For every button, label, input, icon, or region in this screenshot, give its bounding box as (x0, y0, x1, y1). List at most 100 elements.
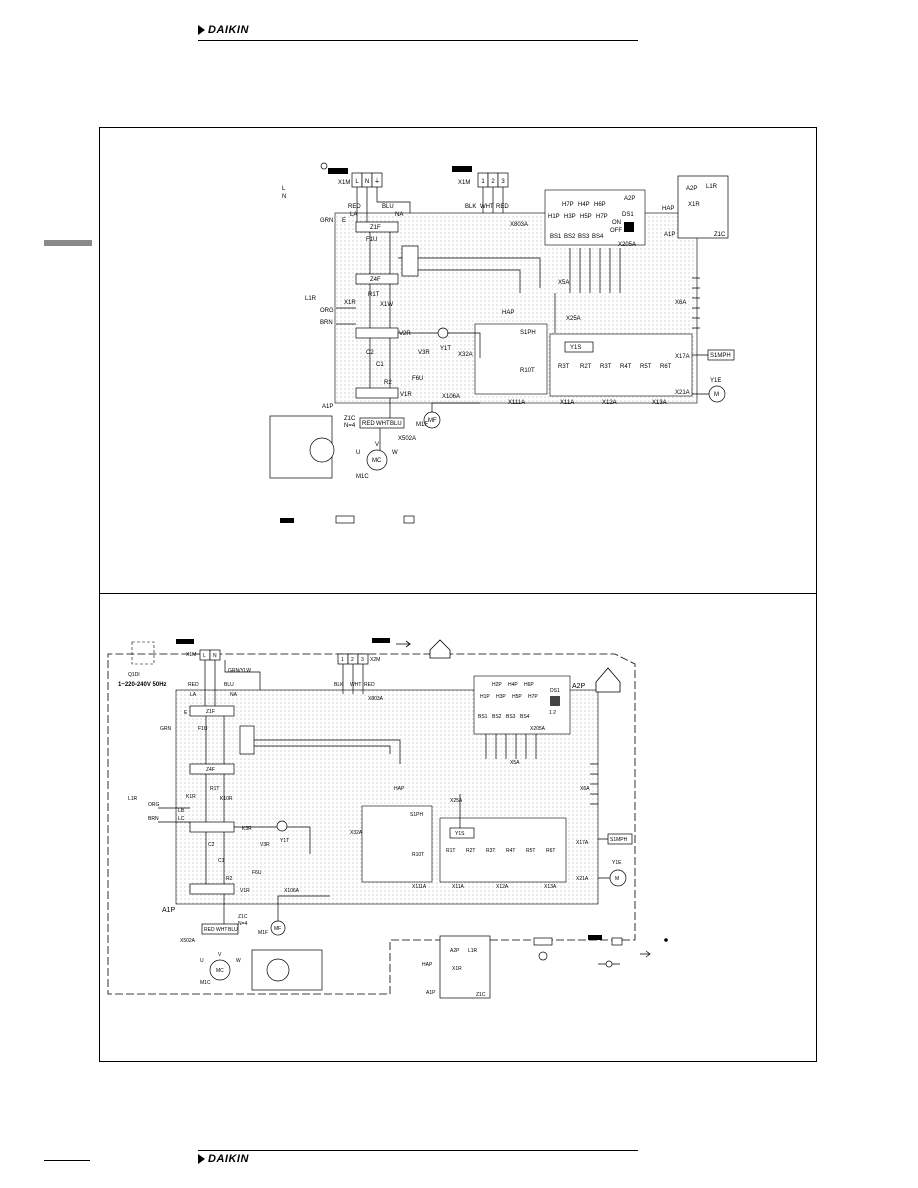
x502a-box (359, 417, 405, 429)
la-label: LA (190, 692, 197, 698)
x111a-label: X111A (508, 400, 525, 406)
k10r-label: K10R (220, 796, 233, 802)
inset-terminal-icon (266, 958, 290, 982)
hap-label: HAP (502, 310, 514, 316)
w-label: W (236, 958, 241, 964)
lb-label: LB (178, 808, 185, 814)
k1r-label: K1R (186, 794, 196, 800)
f6u-label: F6U (252, 870, 262, 876)
wire-brn-label: BRN (320, 320, 333, 326)
x1w-label: X1W (380, 302, 393, 308)
x25a-label: X25A (566, 316, 581, 322)
x13a-label: X13A (652, 400, 667, 406)
led-top-1: H7P (562, 202, 574, 208)
led-2: H3P (564, 214, 576, 220)
supply-n: N (282, 194, 286, 200)
footer-rule-left (44, 1160, 90, 1161)
x12a-label: X12A (496, 884, 509, 890)
x1m-pin-n: N (365, 179, 369, 185)
r10t-label: R10T (520, 368, 535, 374)
wire-wht-label: WHT (480, 204, 494, 210)
bs4: BS4 (520, 714, 530, 720)
f1u-label: F1U (366, 237, 377, 243)
s1ph-box (474, 323, 548, 395)
therm-3: R3T (486, 848, 495, 854)
m1c-label: M1C (200, 980, 211, 986)
mc-label: MC (372, 458, 382, 464)
z1f-box (355, 221, 399, 233)
wires-bottom (158, 660, 610, 924)
ds1-switch-icon (550, 696, 560, 706)
x502a-label: X502A (180, 938, 196, 944)
inset-hap: HAP (422, 962, 433, 968)
c1-label: C1 (376, 362, 384, 368)
bs3: BS3 (578, 234, 590, 240)
unit-enclosure (107, 653, 636, 995)
led-2: H3P (496, 694, 506, 700)
w-label: W (392, 450, 398, 456)
na-label: NA (395, 212, 403, 218)
wire-red2: RED (364, 682, 375, 688)
k3r-label: K3R (242, 826, 252, 832)
x111a-label: X111A (412, 884, 427, 890)
z4f-label: Z4F (206, 767, 215, 773)
cable-clamp-icon (176, 639, 194, 644)
y1t-label: Y1T (440, 346, 451, 352)
e-label: E (184, 710, 188, 716)
y1s-label: Y1S (570, 345, 581, 351)
x5a-label: X5A (558, 280, 569, 286)
x13a-label: X13A (544, 884, 557, 890)
org-label: ORG (148, 802, 160, 808)
led-top-2: H4P (578, 202, 590, 208)
mc-label: MC (216, 968, 224, 974)
wire-blu-label: BLU (382, 204, 394, 210)
led-1: H1P (480, 694, 490, 700)
supply-l: L (282, 186, 286, 192)
bridge-box (401, 245, 419, 277)
x2m-label: X2M (370, 657, 380, 663)
led-top-3: H6P (524, 682, 534, 688)
grn-yel-label: GRN/YLW (228, 668, 251, 674)
therm-5: R5T (640, 364, 652, 370)
led-1: H1P (548, 214, 560, 220)
s1mph-label: S1MPH (710, 353, 731, 359)
z1f-label: Z1F (206, 709, 215, 715)
r1t-label: R1T (368, 292, 380, 298)
indoor-unit-house-icon (429, 639, 451, 659)
a2p-label: A2P (572, 683, 586, 690)
s1ph-label: S1PH (410, 812, 423, 818)
f1u-label: F1U (198, 726, 208, 732)
a1p-label: A1P (322, 404, 333, 410)
bs1: BS1 (478, 714, 488, 720)
therm-1: R1T (446, 848, 455, 854)
m1f-label: M1F (258, 930, 268, 936)
daikin-mark-icon (198, 25, 205, 35)
x803a-label: X803A (510, 222, 528, 228)
wire-blu: BLU (224, 682, 234, 688)
therm-2: R2T (580, 364, 592, 370)
cable-clamp-power-icon (320, 162, 348, 174)
ds1-on: ON (612, 220, 621, 226)
z1c-label: Z1C (344, 416, 356, 422)
wire-grn-label: GRN (320, 218, 333, 224)
n4-label: N=4 (344, 423, 356, 429)
location-inset (439, 935, 491, 999)
bs3: BS3 (506, 714, 516, 720)
therm-1: R3T (558, 364, 570, 370)
v2r-box (355, 327, 399, 339)
f6u-label: F6U (412, 376, 423, 382)
bs2: BS2 (564, 234, 576, 240)
a2p-label: A2P (624, 196, 635, 202)
power-terminal-x1m: L N ⏚ X1M (338, 172, 383, 188)
inset-a1p: A1P (664, 232, 675, 238)
x25a-label: X25A (450, 798, 463, 804)
c-wire-red: RED (362, 421, 375, 427)
wiring-diagram-top-svg: L N ⏚ X1M L N 1 2 3 X1M RED BLU BLK WHT … (269, 162, 735, 524)
bs4: BS4 (592, 234, 604, 240)
y1t-icon (276, 820, 288, 832)
footer-logo-rule: DAIKIN (198, 1150, 638, 1165)
z1f-label: Z1F (370, 225, 381, 231)
x21a-label: X21A (675, 390, 690, 396)
house-symbol-icon (595, 667, 621, 693)
v-label: V (375, 442, 379, 448)
